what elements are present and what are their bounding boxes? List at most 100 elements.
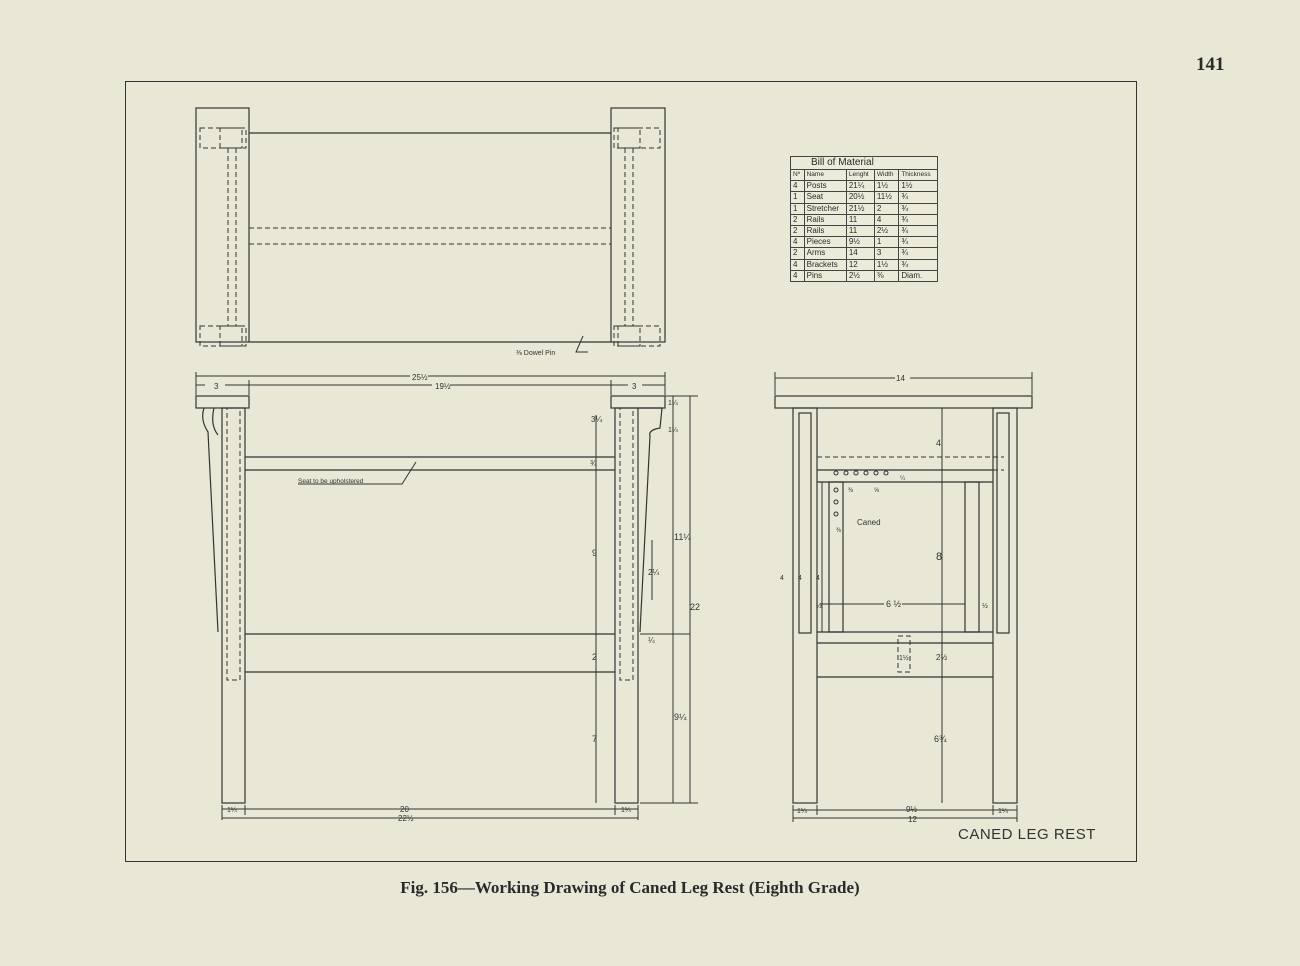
side-right-arm [610,395,666,409]
dim-side-top-c: 1¼ [668,427,678,434]
bom-cell: 2 [790,247,805,260]
bom-cell: Pins [803,269,847,283]
plan-view [195,107,666,353]
caned-label: Caned [857,518,881,527]
dim-front-bottom-overall: 12 [908,815,917,824]
dim-front-rail-h: 4 [936,438,941,448]
dim-side-lower-span: 7 [592,734,597,744]
bom-cell: ¾ [898,247,938,260]
dim-front-pin: 1½ [899,654,909,662]
bom-cell: ¾ [898,236,938,249]
bom-cell: 1½ [873,180,900,193]
seat-note-label: Seat to be upholstered [298,478,364,485]
bom-cell: 21¼ [845,180,875,193]
front-cane-frame-right [964,481,980,633]
bom-cell: Posts [803,180,847,193]
bom-cell: Arms [803,247,847,260]
dim-front-lower-rail: 2½ [936,653,947,662]
dim-front-left-b: 4 [798,575,802,582]
bom-cell: Seat [803,191,847,204]
dim-top-left: 3 [214,382,219,391]
bom-header-cell: Thickness [898,168,938,182]
dim-front-bottom-inner: 9½ [906,805,917,814]
plan-left-post [195,107,250,343]
dim-side-seat-rail: ¾ [590,459,597,468]
bom-cell: 20½ [845,191,875,204]
bom-cell: ¾ [898,202,938,215]
drawing-plate-frame [125,81,1137,862]
dim-hole-d: ⅜ [836,528,842,534]
front-dimension-lines [774,372,1033,822]
bom-cell: 1½ [898,180,938,193]
dim-side-inner-small: ¼ [648,636,655,645]
dim-front-left-a: 4 [780,575,784,582]
bom-cell: Rails [803,213,847,227]
dim-side-bottom-overall: 22½ [398,814,414,823]
dowel-pin-label: ⅜ Dowel Pin [516,350,555,357]
bom-title: Bill of Material [790,156,938,170]
dim-hole-a: ¼ [900,476,906,482]
bom-header-cell: Name [803,168,847,182]
dim-front-half-r: ½ [982,602,988,610]
side-left-arm [195,395,250,409]
bom-cell: 12 [845,258,875,271]
bom-cell: ⅜ [873,269,900,283]
bom-cell: 11½ [873,191,900,204]
dim-side-post-width: 2¼ [648,568,659,577]
dim-side-top-b: 1¼ [668,400,678,407]
dim-side-upper-total: 11¼ [674,532,691,542]
bom-cell: 2 [790,213,805,227]
bom-cell: 3 [873,247,900,260]
front-cane-frame-left [828,481,844,633]
plan-dimension-lines [195,372,666,395]
side-left-post [221,407,246,804]
bom-header-cell: Width [873,168,900,182]
dim-side-top-a: 3¼ [591,415,602,424]
bom-header-cell: Nº [790,168,805,182]
dim-top-overall: 25½ [412,373,428,382]
figure-caption: Fig. 156—Working Drawing of Caned Leg Re… [400,878,860,897]
bom-cell: Rails [803,225,847,238]
bom-header-row: Nº Name Lenght Width Thickness [790,168,938,182]
bom-cell: ¾ [898,225,938,238]
front-left-post [792,407,818,804]
dim-side-bottom-right: 1¼ [621,807,631,814]
bom-cell: 1½ [873,258,900,271]
dim-side-lower-total: 9¼ [674,712,687,722]
bom-cell: 2 [790,225,805,238]
front-elevation [774,395,1033,804]
side-dimension-lines [221,395,698,820]
bill-of-material-table: Bill of Material Nº Name Lenght Width Th… [790,156,938,283]
bom-cell: 4 [873,213,900,227]
dim-front-top: 14 [896,374,905,383]
dim-side-bottom-inner: 20 [400,805,409,814]
side-right-post [614,407,639,804]
dim-side-total: 22 [690,602,700,612]
bom-cell: Brackets [803,258,847,271]
dim-hole-c: ⅝ [874,488,880,494]
bom-cell: 21½ [845,202,875,215]
dim-front-cane-h: 8 [936,551,942,563]
bom-cell: 1 [873,236,900,249]
bom-cell: ¾ [898,258,938,271]
dim-front-bottom-right: 1¼ [998,808,1008,815]
dim-hole-b: ⅜ [848,488,854,494]
dim-top-right: 3 [632,382,637,391]
page-number: 141 [1196,54,1225,75]
bom-cell: 11 [845,225,875,238]
bom-header-cell: Lenght [845,168,875,182]
bom-cell: 11 [845,213,875,227]
dim-front-left-c: 4 [816,575,820,582]
bom-cell: 4 [790,180,805,193]
bom-cell: ¾ [898,191,938,204]
cane-holes [833,470,889,517]
plate-title: CANED LEG REST [958,826,1096,843]
bom-cell: 9½ [845,236,875,249]
